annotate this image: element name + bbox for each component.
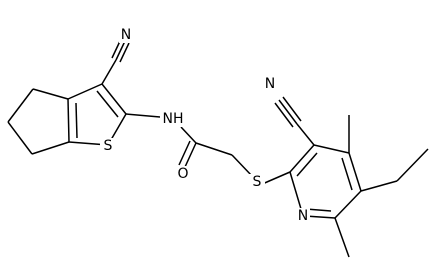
atom-labels: N NH S O S N N [100,27,310,224]
carbonyl-oxygen-label: O [177,166,188,182]
amide-nh-label: NH [163,111,184,127]
triple-bond-left-3 [119,42,130,63]
cyclopentene-ring-bonds [7,88,70,155]
bond-py-c6-n-double [305,208,332,212]
bond-c3-c4 [32,88,69,100]
bond-c6-c7 [31,141,70,155]
s-thiophene-bg [100,138,116,154]
bond-py-c3-c4 [313,144,350,154]
n-pyridine-bg [296,208,310,224]
nh-bg [160,111,186,127]
bond-py-c3-cn [296,123,315,146]
bond-nh-carbonyl [180,126,197,144]
bond-c1-c2-double [96,90,119,118]
amide-linker-bonds [125,113,291,186]
thioether-sulfur-label: S [253,174,262,190]
bond-carbonyl-o [184,142,197,168]
right-nitrile-bonds [274,96,315,146]
bond-py-c2-c3 [289,144,315,173]
bond-ethyl-2 [396,148,429,182]
bond-methyl-bottom [334,217,350,258]
bond-ch2-s [231,154,253,177]
bond-py-c4-c5-double [341,157,353,191]
bond-c2-c1 [101,83,127,115]
bond-carbonyl-ch2 [195,142,233,156]
bond-c3-c2 [67,83,103,100]
alkyl-substituent-bonds [334,115,429,258]
triple-bond-right-2 [282,96,302,122]
pyridine-nitrogen-label: N [298,208,308,224]
thiophene-sulfur-label: S [104,138,113,154]
bond-py-c5-c6 [334,190,362,219]
thiophene-ring-bonds [67,83,127,146]
nitrile-nitrogen-left-label: N [121,27,131,43]
bond-c3-c7-double [75,102,78,139]
bond-c1-nh [125,113,161,118]
triple-bond-right-1 [278,99,298,125]
bond-ethyl-1 [360,180,398,192]
s-thioether-bg [249,174,265,190]
bond-py-c2-c3-double [296,152,318,177]
bond-py-c4-c5 [348,152,362,192]
bond-carbonyl-o-double [178,140,191,166]
o-carbonyl-bg [176,166,190,182]
bond-c5-c6 [7,121,33,155]
left-nitrile-bonds [101,38,130,85]
n-nitrile-right-bg [263,76,277,92]
bond-c3-c7 [67,98,70,143]
triple-bond-right-3 [274,102,294,128]
bond-c2-cn [101,59,117,85]
bond-py-n-c2 [289,171,302,210]
bond-c4-c5 [7,88,34,123]
n-nitrile-left-bg [119,27,133,43]
triple-bond-left-1 [115,40,126,61]
nitrile-nitrogen-right-label: N [265,76,275,92]
